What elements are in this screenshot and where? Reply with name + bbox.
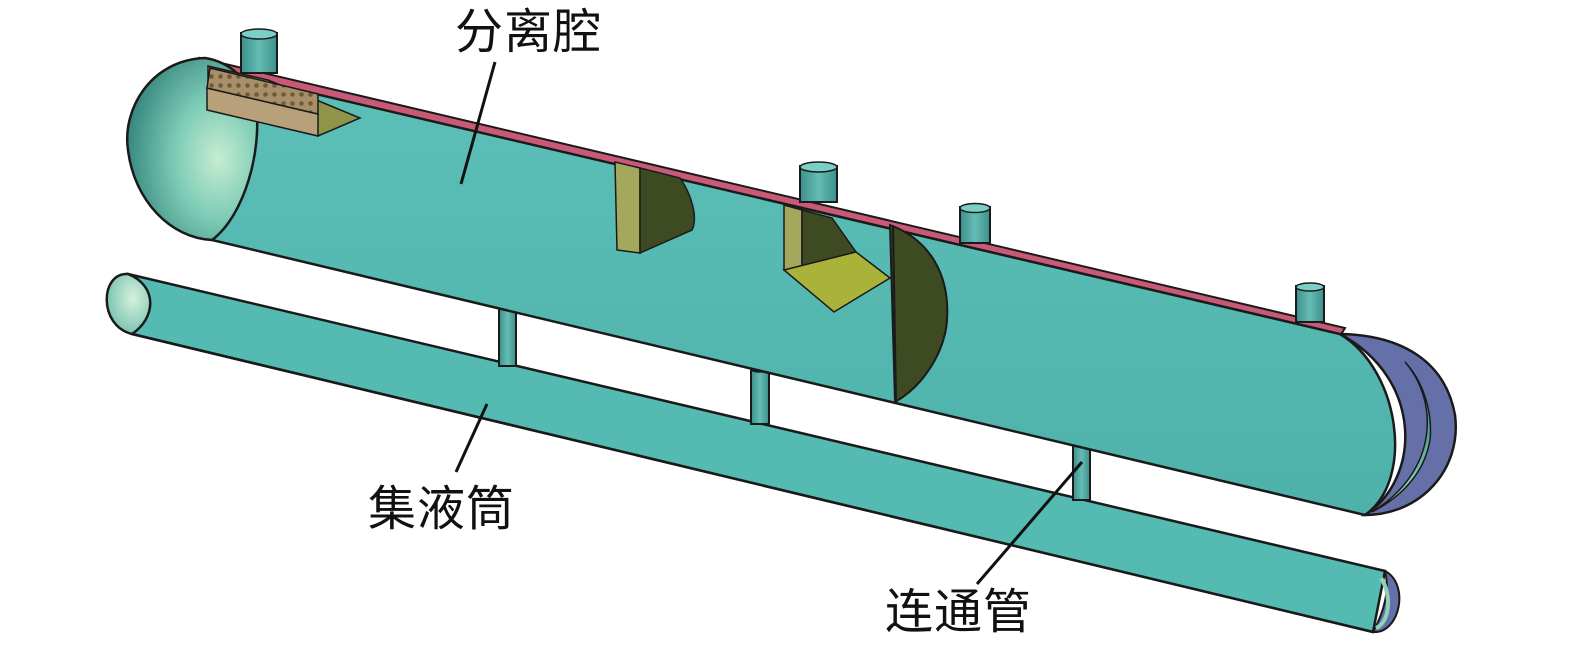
vessel-right-head [1339,332,1458,517]
tube-left-cap [105,272,152,336]
leader-liquid-collection-tube [454,403,489,473]
label-connecting-pipe: 连通管 [885,584,1033,640]
baffle-2 [782,204,892,313]
baffle-1 [614,161,696,255]
label-liquid-collection-tube: 集液筒 [368,481,516,537]
connecting-pipe-2 [750,367,770,425]
top-nozzles [240,28,1325,323]
label-separation-chamber: 分离腔 [455,4,603,60]
mist-eliminator-pad [206,65,362,137]
nozzle-4 [1295,285,1325,323]
vessel-right-head-inner [1371,361,1432,513]
leader-lines [454,61,1084,585]
liquid-collection-tube [105,272,1401,634]
tube-right-cap-inner [1374,576,1390,630]
connecting-pipe-1 [498,305,517,367]
leader-separation-chamber [459,61,497,185]
partition-plate [888,223,949,404]
tube-bottom-edge [131,332,1374,634]
separation-chamber [125,28,1458,517]
leader-connecting-pipe [975,461,1084,585]
